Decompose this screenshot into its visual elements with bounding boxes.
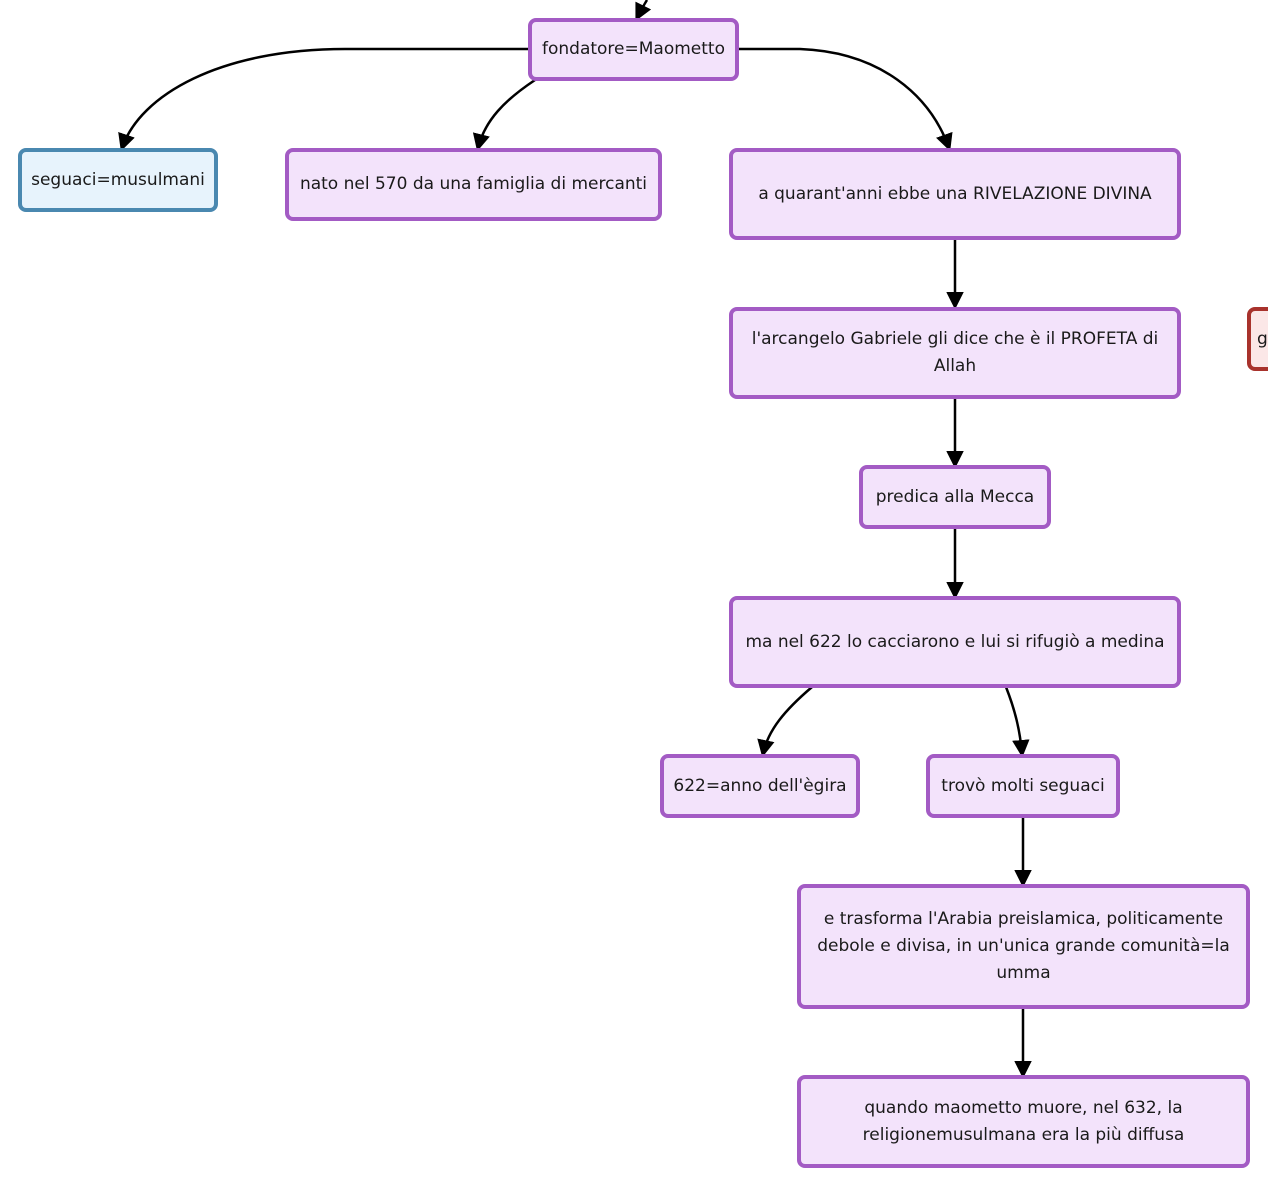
node-umma[interactable]: e trasforma l'Arabia preislamica, politi…	[797, 884, 1250, 1009]
node-offscreen-partial-label: g	[1257, 328, 1268, 349]
node-fondatore[interactable]: fondatore=Maometto	[528, 18, 739, 81]
node-rivelazione-label: a quarant'anni ebbe una RIVELAZIONE DIVI…	[758, 183, 1152, 204]
node-arcangelo[interactable]: l'arcangelo Gabriele gli dice che è il P…	[729, 307, 1181, 399]
edge-fondatore-rivelazione	[738, 47, 953, 152]
node-egira-label: 622=anno dell'ègira	[673, 775, 847, 796]
node-morte-maometto[interactable]: quando maometto muore, nel 632, la relig…	[797, 1075, 1250, 1168]
node-rivelazione[interactable]: a quarant'anni ebbe una RIVELAZIONE DIVI…	[729, 148, 1181, 240]
node-nato-570[interactable]: nato nel 570 da una famiglia di mercanti	[285, 148, 662, 221]
node-medina[interactable]: ma nel 622 lo cacciarono e lui si rifugi…	[729, 596, 1181, 688]
node-seguaci-musulmani[interactable]: seguaci=musulmani	[18, 148, 218, 212]
node-seguaci-musulmani-label: seguaci=musulmani	[31, 169, 205, 190]
node-predica-mecca[interactable]: predica alla Mecca	[859, 465, 1051, 529]
edge-incoming-fondatore	[635, 0, 652, 22]
node-nato-570-label: nato nel 570 da una famiglia di mercanti	[299, 174, 648, 194]
node-molti-seguaci-label: trovò molti seguaci	[941, 775, 1105, 796]
edge-medina-seguaci-molti	[1004, 686, 1030, 758]
node-morte-maometto-label: quando maometto muore, nel 632, la relig…	[862, 1097, 1185, 1145]
node-molti-seguaci[interactable]: trovò molti seguaci	[926, 754, 1120, 818]
node-egira[interactable]: 622=anno dell'ègira	[660, 754, 860, 818]
node-umma-label: e trasforma l'Arabia preislamica, politi…	[817, 909, 1230, 983]
node-predica-mecca-label: predica alla Mecca	[875, 486, 1035, 507]
edge-fondatore-nato	[472, 78, 536, 152]
node-arcangelo-label: l'arcangelo Gabriele gli dice che è il P…	[751, 329, 1159, 376]
node-offscreen-partial[interactable]: g	[1247, 307, 1268, 371]
node-fondatore-label: fondatore=Maometto	[542, 39, 725, 59]
edge-fondatore-seguaci	[118, 47, 530, 152]
edge-medina-egira	[757, 686, 813, 758]
node-medina-label: ma nel 622 lo cacciarono e lui si rifugi…	[745, 631, 1165, 652]
